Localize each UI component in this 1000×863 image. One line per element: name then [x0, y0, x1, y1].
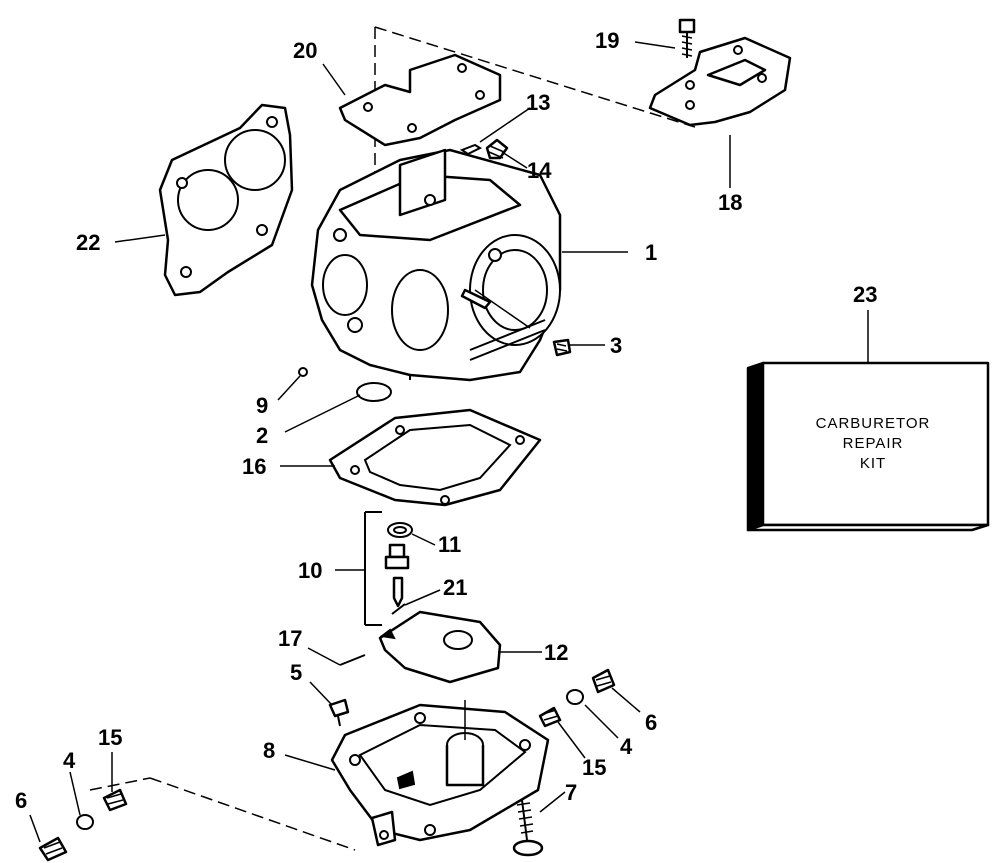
- assembly-dashed-lines: [89, 26, 696, 851]
- callout-10: 10: [298, 558, 322, 583]
- washer-11: [387, 522, 413, 538]
- callout-7: 7: [565, 780, 577, 805]
- callout-14: 14: [527, 158, 552, 183]
- callout-22: 22: [76, 230, 100, 255]
- callout-8: 8: [263, 738, 275, 763]
- callout-9: 9: [256, 393, 268, 418]
- float-12: [378, 610, 502, 684]
- callout-1: 1: [645, 240, 657, 265]
- screw-15-right: [538, 706, 562, 728]
- kit-label-line3: KIT: [860, 455, 886, 472]
- callout-6-right: 6: [645, 710, 657, 735]
- gasket-22: [158, 103, 294, 297]
- ball-9: [298, 367, 308, 377]
- disk-2: [356, 382, 392, 402]
- callout-13: 13: [526, 90, 550, 115]
- callout-2: 2: [256, 423, 268, 448]
- plug-6-right: [591, 668, 616, 694]
- callout-11: 11: [438, 532, 461, 557]
- callout-labels: 1 2 3 4 4 5 6 6 7 8 9 10 11 12 13 14 15 …: [15, 28, 877, 813]
- screw-19: [678, 18, 696, 58]
- bolt-7: [512, 799, 544, 857]
- cover-plate-18: [648, 36, 792, 127]
- plug-6-left: [38, 836, 68, 862]
- callout-17: 17: [278, 626, 302, 651]
- kit-label-line1: CARBURETOR: [816, 415, 931, 432]
- spring-13: [459, 143, 483, 156]
- callout-21: 21: [443, 575, 467, 600]
- needle-21: [391, 576, 406, 615]
- callout-15-right: 15: [582, 755, 606, 780]
- callout-5: 5: [290, 660, 302, 685]
- screw-15-left: [102, 788, 128, 812]
- leader-lines: [29, 41, 869, 843]
- repair-kit-box-23: CARBURETOR REPAIR KIT: [746, 361, 990, 532]
- float-bowl-8: [330, 703, 550, 847]
- gasket-16: [328, 408, 542, 507]
- callout-20: 20: [293, 38, 317, 63]
- needle-seat-bracket-10: [364, 511, 382, 626]
- callout-18: 18: [718, 190, 742, 215]
- kit-label-line2: REPAIR: [843, 435, 904, 452]
- callout-12: 12: [544, 640, 568, 665]
- needle-14: [485, 138, 509, 160]
- callout-6-left: 6: [15, 788, 27, 813]
- callout-3: 3: [610, 333, 622, 358]
- callout-16: 16: [242, 454, 266, 479]
- cover-plate-20: [338, 53, 502, 147]
- callout-4-right: 4: [620, 734, 633, 759]
- screw-5: [328, 698, 350, 727]
- callout-19: 19: [595, 28, 619, 53]
- washer-4-right: [566, 689, 584, 705]
- pin-17: [339, 654, 366, 666]
- callout-23: 23: [853, 282, 877, 307]
- seat-10: [384, 543, 410, 570]
- washer-4-left: [76, 814, 94, 830]
- spring-3: [552, 338, 572, 357]
- carburetor-body-1: [310, 148, 562, 382]
- callout-15-left: 15: [98, 725, 122, 750]
- callout-4-left: 4: [63, 748, 76, 773]
